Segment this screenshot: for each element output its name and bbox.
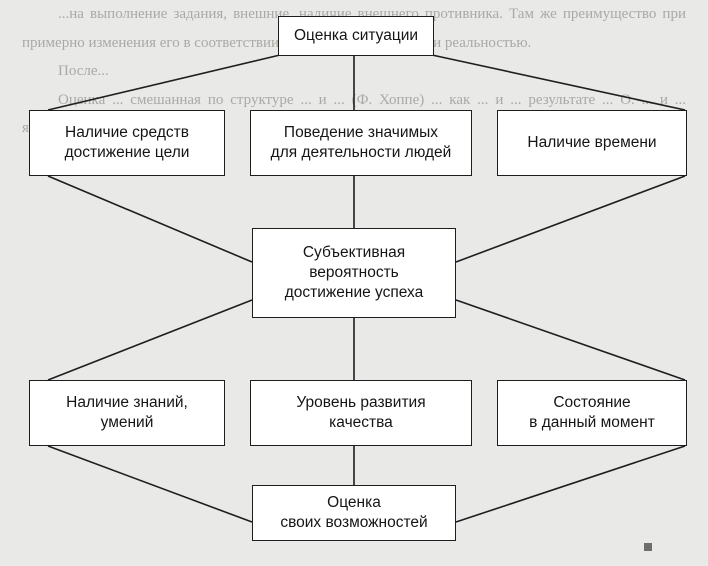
connector-row2-left-bottom [47, 445, 253, 523]
connector-row1-right-center [455, 175, 686, 263]
box-quality-development: Уровень развития качества [250, 380, 472, 446]
box-knowledge-skills: Наличие знаний, умений [29, 380, 225, 446]
connector-top-left [47, 54, 281, 111]
connector-center-row2-right [455, 299, 686, 381]
connector-row1-left-center [47, 175, 253, 263]
box-time-availability: Наличие времени [497, 110, 687, 176]
connector-center-row2-left [47, 299, 253, 381]
box-means-availability: Наличие средств достижение цели [29, 110, 225, 176]
box-self-capability-assessment: Оценка своих возможностей [252, 485, 456, 541]
box-situation-assessment: Оценка ситуации [278, 16, 434, 56]
box-significant-people-behavior: Поведение значимых для деятельности люде… [250, 110, 472, 176]
bullet-square-icon [644, 543, 652, 551]
box-subjective-probability: Субъективная вероятность достижение успе… [252, 228, 456, 318]
connector-row2-right-bottom [455, 445, 686, 523]
background-paragraph: После... [58, 63, 109, 79]
box-current-state: Состояние в данный момент [497, 380, 687, 446]
connector-top-right [431, 54, 686, 111]
